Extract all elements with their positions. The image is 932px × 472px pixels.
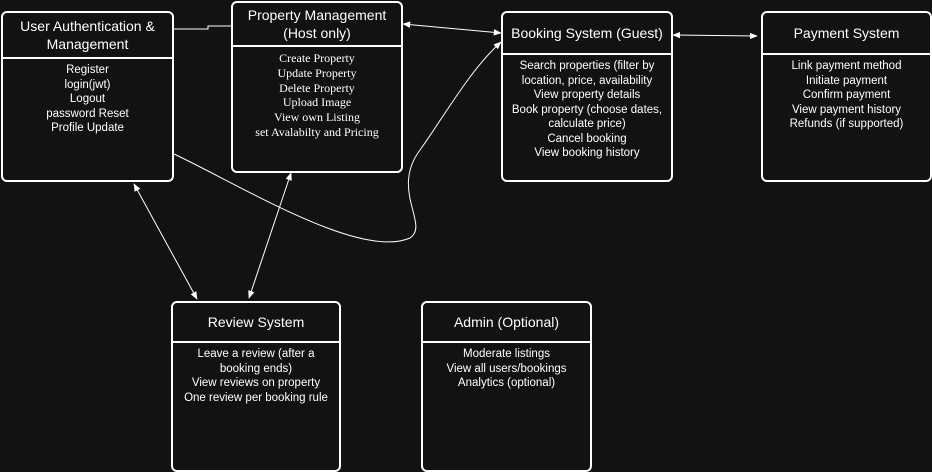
review-title: Review System [173,303,339,343]
booking-item: location, price, availability [521,74,653,87]
property-item: set Avalabilty and Pricing [255,124,379,139]
auth-item: login(jwt) [64,78,111,91]
property-items: Create Property Update Property Delete P… [233,47,401,140]
auth-box: User Authentication & Management Registe… [1,11,174,182]
payment-box: Payment System Link payment method Initi… [761,11,932,182]
review-item: booking ends) [219,362,293,375]
booking-box: Booking System (Guest) Search properties… [501,11,673,182]
property-item: Delete Property [279,80,355,95]
connector-property-review [248,172,292,299]
auth-item: Profile Update [51,122,124,134]
admin-title: Admin (Optional) [423,303,590,343]
review-item: Leave a review (after a [197,348,315,360]
review-item: View reviews on property [191,377,321,389]
property-item: Create Property [279,51,355,65]
property-item: Update Property [277,65,357,80]
admin-item: View all users/bookings [446,362,567,375]
admin-box: Admin (Optional) Moderate listings View … [421,301,592,472]
property-title: Property Management (Host only) [233,3,401,47]
booking-item: Cancel booking [547,132,627,145]
payment-title: Payment System [763,13,930,55]
payment-item: Refunds (if supported) [789,118,904,130]
property-box: Property Management (Host only) Create P… [231,1,403,173]
admin-items: Moderate listings View all users/booking… [423,343,590,391]
auth-item: Logout [69,93,106,105]
auth-item: Register [66,64,109,76]
booking-items: Search properties (filter by location, p… [503,55,671,161]
booking-item: Book property (choose dates, [511,103,663,116]
connector-property-booking [402,21,502,36]
payment-item: Confirm payment [802,89,891,101]
booking-title: Booking System (Guest) [503,13,671,55]
payment-item: Initiate payment [805,74,888,87]
booking-item: Search properties (filter by [519,60,655,72]
review-items: Leave a review (after a booking ends) Vi… [173,343,339,405]
review-box: Review System Leave a review (after a bo… [171,301,341,472]
auth-title: User Authentication & Management [3,13,172,59]
admin-item: Analytics (optional) [457,377,556,389]
payment-item: Link payment method [791,60,902,72]
property-item: View own Listing [274,110,360,125]
review-item: One review per booking rule [184,391,328,404]
booking-item: View property details [533,89,641,101]
connector-auth-property [174,15,239,30]
auth-items: Register login(jwt) Logout password Rese… [3,59,172,136]
payment-item: View payment history [791,103,902,116]
property-item: Upload Image [282,95,352,110]
admin-item: Moderate listings [463,348,550,360]
connector-booking-payment [672,31,758,40]
auth-item: password Reset [46,107,129,120]
payment-items: Link payment method Initiate payment Con… [763,55,930,132]
booking-item: calculate price) [548,118,626,130]
connector-auth-review [133,183,198,300]
booking-item: View booking history [534,147,640,159]
